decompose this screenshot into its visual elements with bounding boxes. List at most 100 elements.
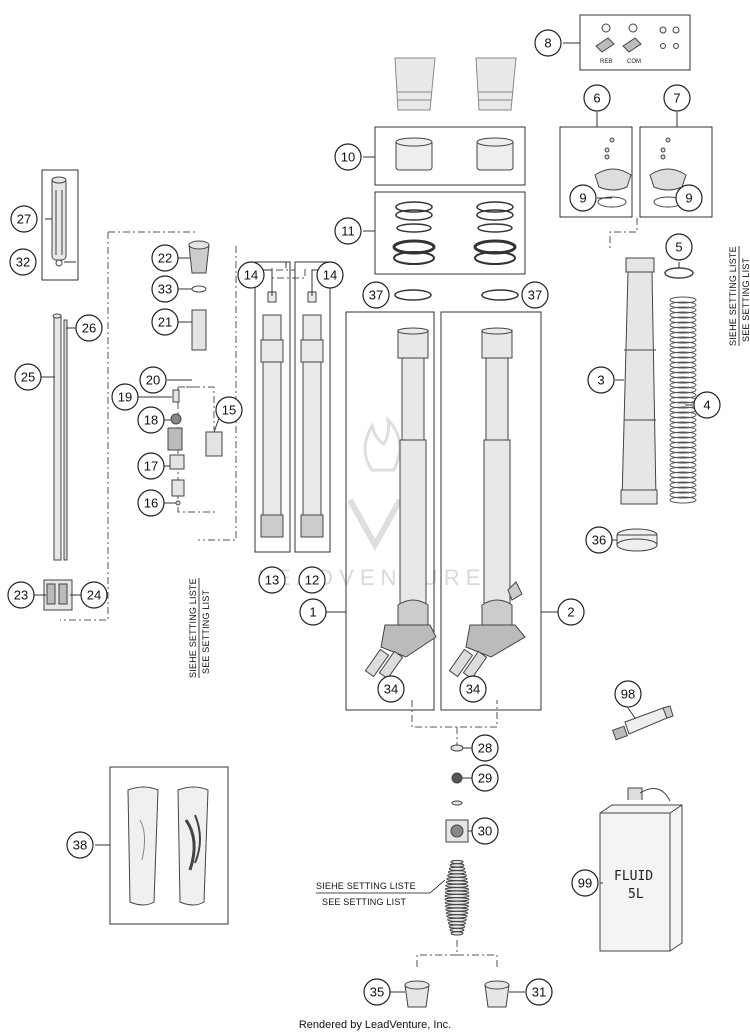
callout-circle	[377, 675, 405, 703]
callout-c18: 18	[137, 406, 165, 434]
setting-note-right-en: SEE SETTING LIST	[741, 257, 750, 342]
callout-c8: 8	[534, 29, 562, 57]
callout-c37b: 37	[521, 281, 549, 309]
callout-circle	[471, 734, 499, 762]
fluid-can-part: FLUID 5L	[599, 787, 683, 952]
coil-spring-part	[669, 296, 697, 504]
group-box-11	[374, 191, 526, 275]
cartridge-12-part	[300, 291, 324, 538]
spring-tube-part	[620, 257, 658, 505]
callout-number: 7	[673, 91, 680, 106]
spring-nut-part	[616, 528, 658, 552]
callout-number: 9	[685, 191, 692, 206]
callout-c10: 10	[334, 143, 362, 171]
callout-circle	[362, 281, 390, 309]
callout-c15: 15	[215, 396, 243, 424]
callout-c37a: 37	[362, 281, 390, 309]
callout-number: 8	[544, 36, 551, 51]
callout-number: 26	[82, 321, 96, 336]
callout-number: 14	[323, 268, 337, 283]
callout-c29: 29	[471, 764, 499, 792]
fluid-label-line2: 5L	[628, 887, 644, 902]
callout-number: 37	[528, 288, 542, 303]
callout-number: 33	[158, 282, 172, 297]
callout-c13: 13	[258, 566, 286, 594]
callout-number: 4	[703, 398, 710, 413]
callout-circle	[334, 217, 362, 245]
callout-circle	[471, 764, 499, 792]
callout-circle	[151, 275, 179, 303]
group-box-2	[440, 311, 542, 711]
callout-c38: 38	[66, 831, 94, 859]
callout-c36: 36	[585, 526, 613, 554]
callout-c2: 2	[557, 598, 585, 626]
callout-circle	[80, 581, 108, 609]
callout-c16: 16	[137, 489, 165, 517]
o-rings-part	[394, 289, 519, 301]
reb-label: REB	[600, 59, 612, 65]
cartridge-internals-part	[167, 240, 223, 506]
callout-number: 38	[73, 838, 87, 853]
callout-circle	[298, 566, 326, 594]
callout-number: 25	[21, 370, 35, 385]
callout-circle	[583, 84, 611, 112]
compression-stack-part	[404, 744, 510, 1008]
callout-c14b: 14	[316, 261, 344, 289]
callout-circle	[10, 205, 38, 233]
callout-c21: 21	[151, 308, 179, 336]
callout-circle	[614, 680, 642, 708]
callout-c12: 12	[298, 566, 326, 594]
callout-circle	[299, 598, 327, 626]
watermark-text: LEADVENTURE	[258, 565, 487, 590]
callout-number: 36	[592, 533, 606, 548]
group-box-27	[41, 169, 79, 281]
callout-number: 6	[593, 91, 600, 106]
callout-number: 19	[118, 390, 132, 405]
callout-circle	[459, 675, 487, 703]
setting-note-bottom-de: SIEHE SETTING LISTE	[316, 881, 416, 891]
callout-circle	[471, 817, 499, 845]
callout-number: 99	[578, 876, 592, 891]
callout-c34b: 34	[459, 675, 487, 703]
fluid-label-line1: FLUID	[614, 869, 653, 884]
callout-circle	[151, 308, 179, 336]
cartridge-13-part	[260, 291, 284, 538]
callout-circle	[587, 366, 615, 394]
callout-circle	[14, 363, 42, 391]
group-box-6	[559, 126, 633, 218]
callout-number: 18	[144, 413, 158, 428]
callout-number: 12	[305, 573, 319, 588]
callout-number: 5	[675, 240, 682, 255]
fork-caps-part	[594, 137, 687, 208]
callout-circle	[585, 526, 613, 554]
callout-circle	[363, 978, 391, 1006]
callout-number: 10	[341, 150, 355, 165]
callout-circle	[9, 248, 37, 276]
callout-circle	[137, 452, 165, 480]
callout-number: 24	[87, 588, 101, 603]
callout-c98: 98	[614, 680, 642, 708]
group-box-10	[374, 126, 526, 186]
setting-note-bottom: SIEHE SETTING LISTE SEE SETTING LIST	[316, 879, 446, 907]
watermark: LEADVENTURE	[258, 415, 487, 590]
callout-number: 30	[478, 824, 492, 839]
callout-c17: 17	[137, 452, 165, 480]
grease-tube-part	[612, 705, 674, 741]
callout-number: 15	[222, 403, 236, 418]
callout-c20: 20	[139, 366, 167, 394]
callout-circle	[237, 261, 265, 289]
callout-c31: 31	[525, 978, 553, 1006]
callout-circle	[534, 29, 562, 57]
watermark-logo-icon	[347, 415, 403, 552]
callout-circle	[151, 244, 179, 272]
group-boxes	[41, 14, 713, 925]
callout-c27: 27	[10, 205, 38, 233]
callout-number: 23	[14, 588, 28, 603]
callout-c32: 32	[9, 248, 37, 276]
callout-c35: 35	[363, 978, 391, 1006]
callout-number: 3	[597, 373, 604, 388]
footer-credit: Rendered by LeadVenture, Inc.	[299, 1019, 451, 1031]
callout-circle	[316, 261, 344, 289]
left-tool-kit-part	[43, 176, 73, 611]
